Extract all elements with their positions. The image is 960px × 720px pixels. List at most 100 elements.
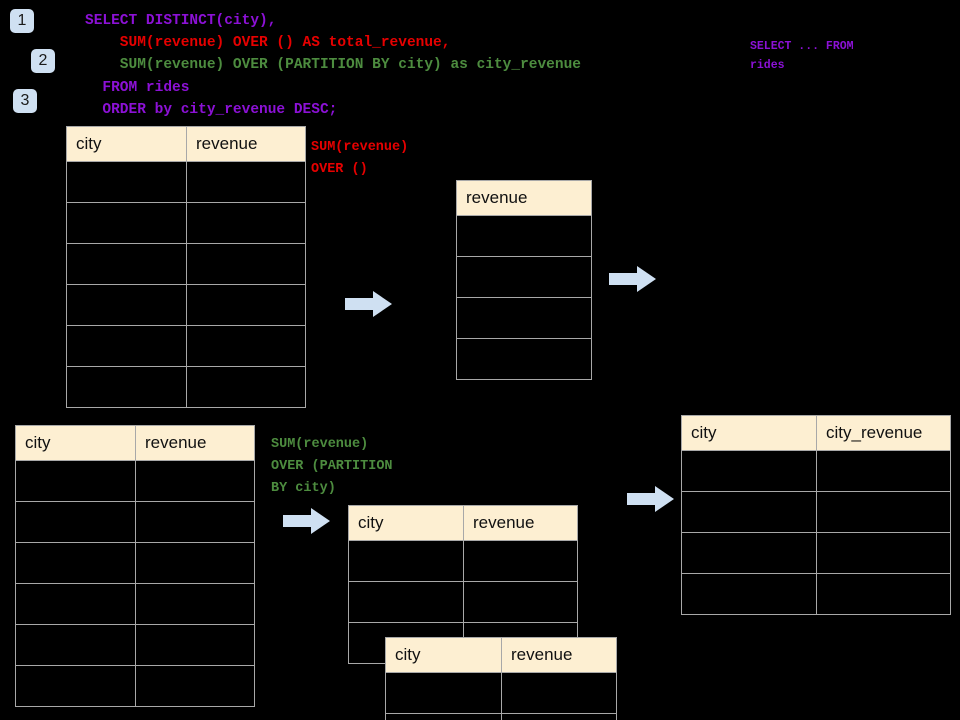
- cell-city: [15, 542, 136, 584]
- table-row: [15, 624, 255, 666]
- table-row: [681, 532, 951, 574]
- cell-revenue: [135, 460, 255, 502]
- cell-revenue: [456, 215, 592, 257]
- cell-city: [66, 161, 187, 203]
- sql-line-from: FROM rides: [85, 80, 190, 96]
- table-header-row: city revenue: [15, 425, 255, 461]
- table-row: [385, 713, 617, 720]
- annotation-sum-over-partition: SUM(revenue) OVER (PARTITION BY city): [271, 437, 393, 496]
- cell-city: [348, 581, 464, 623]
- table-row: [456, 256, 592, 298]
- cell-city: [15, 665, 136, 707]
- column-header-city: city: [348, 505, 464, 541]
- arrow-source-to-partition: [283, 506, 331, 541]
- cell-city: [681, 491, 817, 533]
- cell-revenue: [456, 256, 592, 298]
- cell-revenue: [501, 713, 617, 720]
- table-row: [66, 161, 306, 203]
- cell-city-revenue: [816, 573, 951, 615]
- table-row: [15, 501, 255, 543]
- column-header-revenue: revenue: [135, 425, 255, 461]
- column-header-revenue: revenue: [186, 126, 306, 162]
- table-row: [456, 297, 592, 339]
- table-partition-group-lower: city revenue: [385, 637, 617, 720]
- step-badge-2: 2: [31, 49, 55, 73]
- cell-city: [681, 532, 817, 574]
- table-city-revenue-result: city city_revenue: [681, 415, 951, 615]
- table-row: [456, 338, 592, 380]
- cell-revenue: [186, 243, 306, 285]
- table-row: [385, 672, 617, 714]
- cell-city: [15, 460, 136, 502]
- cell-city: [348, 540, 464, 582]
- sql-line-select: SELECT DISTINCT(city),: [85, 13, 277, 29]
- cell-revenue: [463, 581, 578, 623]
- column-header-city: city: [385, 637, 502, 673]
- table-row: [681, 491, 951, 533]
- cell-revenue: [135, 583, 255, 625]
- table-total-revenue: revenue: [456, 180, 592, 380]
- table-row: [681, 450, 951, 492]
- cell-city: [385, 672, 502, 714]
- column-header-revenue: revenue: [456, 180, 592, 216]
- cell-city: [385, 713, 502, 720]
- table-rides-source-bottom: city revenue: [15, 425, 255, 707]
- cell-city: [66, 243, 187, 285]
- column-header-city: city: [681, 415, 817, 451]
- cell-revenue: [186, 366, 306, 408]
- table-row: [66, 284, 306, 326]
- table-row: [348, 581, 578, 623]
- table-rides-source-top: city revenue: [66, 126, 306, 408]
- cell-revenue: [463, 540, 578, 582]
- table-header-row: city revenue: [385, 637, 617, 673]
- column-header-revenue: revenue: [463, 505, 578, 541]
- sql-line-order-by: ORDER by city_revenue DESC;: [85, 102, 338, 118]
- cell-city: [15, 624, 136, 666]
- cell-revenue: [135, 665, 255, 707]
- arrow-source-to-total: [345, 289, 393, 324]
- step-badge-3: 3: [13, 89, 37, 113]
- cell-city: [66, 325, 187, 367]
- sql-line-total-revenue: SUM(revenue) OVER () AS total_revenue,: [85, 35, 451, 51]
- step-badge-1: 1: [10, 9, 34, 33]
- table-row: [15, 542, 255, 584]
- cell-city-revenue: [816, 532, 951, 574]
- sidenote-select-from-rides: SELECT ... FROM rides: [750, 40, 854, 72]
- cell-revenue: [135, 624, 255, 666]
- cell-city: [66, 202, 187, 244]
- arrow-total-to-final: [609, 264, 657, 299]
- table-row: [348, 540, 578, 582]
- table-row: [681, 573, 951, 615]
- table-row: [66, 366, 306, 408]
- cell-city: [66, 366, 187, 408]
- table-row: [66, 243, 306, 285]
- column-header-city: city: [15, 425, 136, 461]
- cell-revenue: [456, 338, 592, 380]
- column-header-city-revenue: city_revenue: [816, 415, 951, 451]
- arrow-partition-to-final: [627, 484, 675, 519]
- cell-city: [15, 583, 136, 625]
- cell-revenue: [186, 284, 306, 326]
- annotation-sum-over-empty: SUM(revenue) OVER (): [311, 140, 409, 177]
- cell-revenue: [501, 672, 617, 714]
- table-header-row: city city_revenue: [681, 415, 951, 451]
- table-header-row: city revenue: [348, 505, 578, 541]
- cell-city: [15, 501, 136, 543]
- table-row: [66, 325, 306, 367]
- cell-city: [681, 450, 817, 492]
- column-header-revenue: revenue: [501, 637, 617, 673]
- cell-revenue: [186, 161, 306, 203]
- table-row: [66, 202, 306, 244]
- cell-revenue: [135, 542, 255, 584]
- cell-city: [681, 573, 817, 615]
- table-row: [456, 215, 592, 257]
- table-row: [15, 460, 255, 502]
- cell-city-revenue: [816, 491, 951, 533]
- column-header-city: city: [66, 126, 187, 162]
- cell-city: [66, 284, 187, 326]
- table-header-row: city revenue: [66, 126, 306, 162]
- table-header-row: revenue: [456, 180, 592, 216]
- cell-revenue: [186, 202, 306, 244]
- cell-city-revenue: [816, 450, 951, 492]
